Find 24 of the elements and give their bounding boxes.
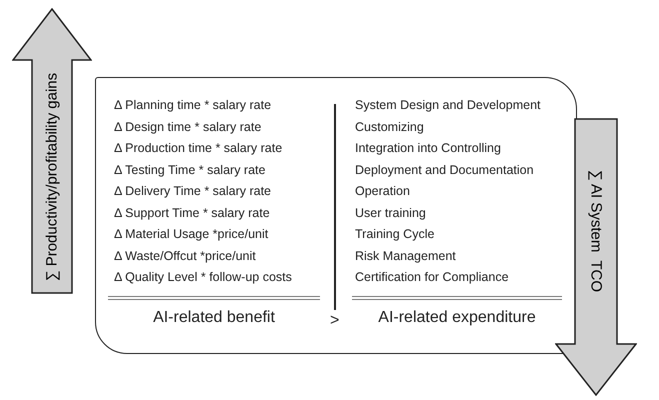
benefit-item: Δ Waste/Offcut *price/unit xyxy=(114,248,257,264)
expenditure-item: Customizing xyxy=(355,118,425,134)
column-caption: AI-related benefit xyxy=(152,308,276,328)
arrow-label: ∑ AI System TCO xyxy=(588,170,604,292)
benefit-item: Δ Design time * salary rate xyxy=(114,118,262,134)
benefit-item: Δ Testing Time * salary rate xyxy=(114,162,266,178)
benefit-item: Δ Production time * salary rate xyxy=(114,140,284,156)
arrow-label: ∑ Productivity/profitability gains xyxy=(44,72,60,282)
rounded-panel xyxy=(95,77,577,354)
column-caption: AI-related expenditure xyxy=(377,308,537,328)
expenditure-item: Certification for Compliance xyxy=(355,269,510,285)
expenditure-item: Operation xyxy=(355,183,411,199)
comparison-sign: > xyxy=(330,311,340,331)
expenditure-item: Training Cycle xyxy=(355,226,436,242)
expenditure-item: User training xyxy=(355,204,427,220)
expenditure-item: Integration into Controlling xyxy=(355,140,502,156)
benefit-item: Δ Delivery Time * salary rate xyxy=(114,183,272,199)
benefit-item: Δ Planning time * salary rate xyxy=(114,97,272,113)
expenditure-item: Deployment and Documentation xyxy=(355,162,535,178)
expenditure-item: Risk Management xyxy=(355,248,457,264)
benefit-item: Δ Quality Level * follow-up costs xyxy=(114,269,292,285)
expenditure-item: System Design and Development xyxy=(355,97,541,113)
benefit-item: Δ Material Usage *price/unit xyxy=(114,226,270,242)
benefit-item: Δ Support Time * salary rate xyxy=(114,204,271,220)
